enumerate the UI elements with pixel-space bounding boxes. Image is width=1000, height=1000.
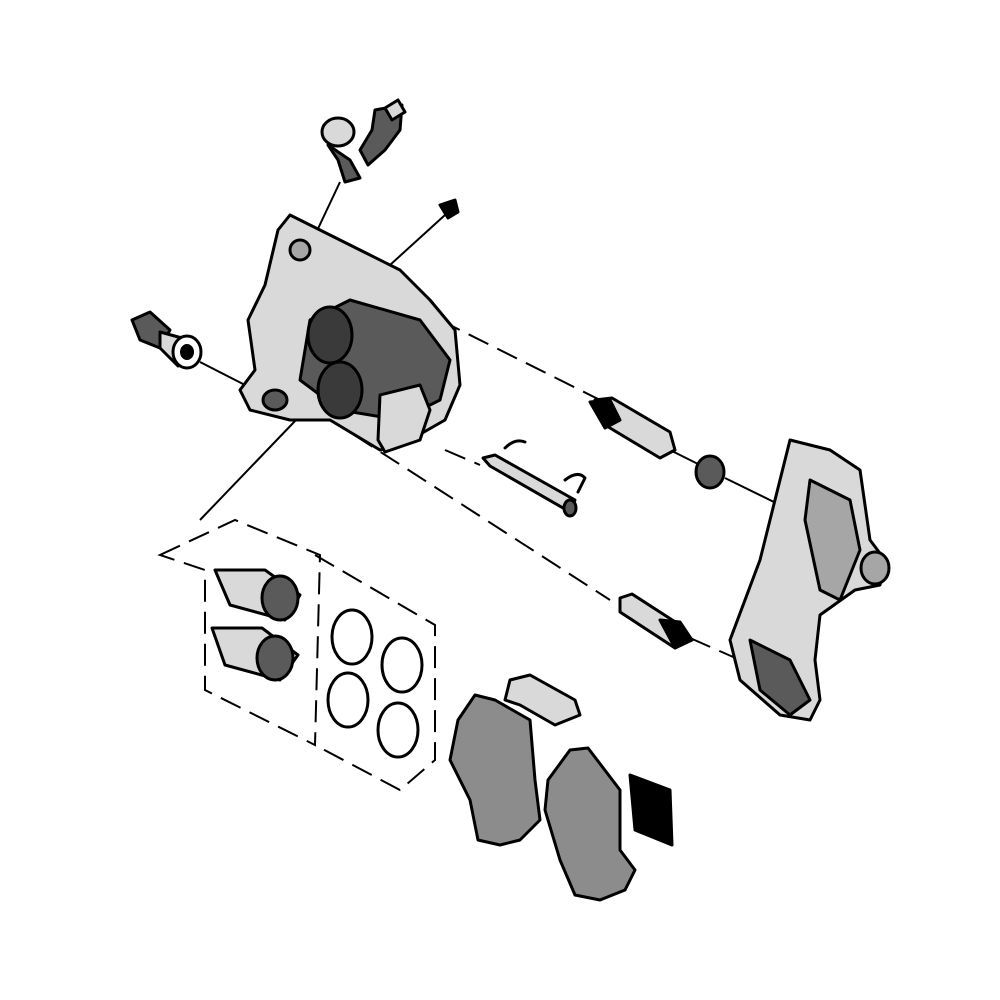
pin-plug xyxy=(438,198,460,220)
pad-spring xyxy=(503,673,582,727)
seal-1 xyxy=(330,608,374,666)
bracket-line-lower xyxy=(689,637,741,661)
piston-kit-box xyxy=(157,518,436,792)
brake-pad-outer xyxy=(543,746,637,902)
slide-pin-line-lower xyxy=(299,399,611,601)
pad-retaining-pin xyxy=(481,453,578,518)
caliper-bracket xyxy=(728,438,891,722)
pin-clip-upper xyxy=(503,439,527,450)
pad-shim xyxy=(628,773,674,847)
mounting-bolt xyxy=(130,310,203,370)
piston-seals xyxy=(326,608,424,759)
brake-pad-inner xyxy=(448,693,542,847)
slide-pin-lower xyxy=(618,592,694,650)
bleeder-valve xyxy=(358,98,407,167)
slide-pin-line-upper xyxy=(439,319,601,401)
bleeder-line xyxy=(314,181,341,236)
pin-plug-line xyxy=(389,214,446,266)
pin-clip-lower xyxy=(563,473,587,494)
mount-bolt-line xyxy=(199,361,246,386)
pistons xyxy=(210,568,302,682)
slide-pin-upper xyxy=(588,396,677,460)
caliper-body xyxy=(238,213,462,454)
piston-bore-lower xyxy=(316,360,364,420)
seal-3 xyxy=(326,671,370,729)
pad-pin-line xyxy=(444,449,481,466)
boot-bracket-line xyxy=(724,477,781,506)
slide-pin-boot xyxy=(694,454,726,490)
seal-4 xyxy=(376,701,420,759)
bleeder-cap xyxy=(320,116,362,184)
piston-bore-upper xyxy=(306,305,354,365)
seal-2 xyxy=(380,636,424,694)
